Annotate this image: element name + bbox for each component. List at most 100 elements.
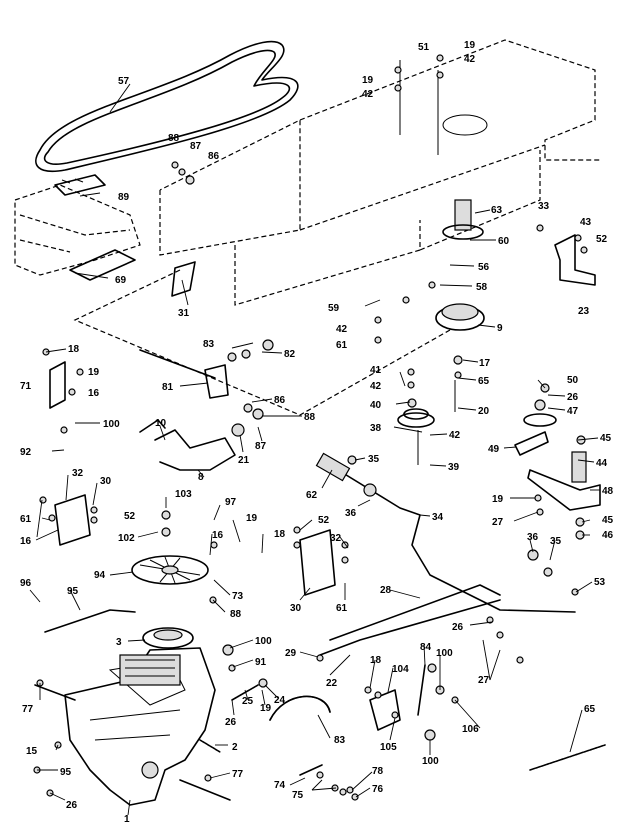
callout-label: 19 bbox=[492, 494, 504, 505]
callout-label: 19 bbox=[362, 75, 374, 86]
transaxle-1 bbox=[34, 647, 231, 806]
callout-label: 1 bbox=[124, 814, 130, 825]
callout-label: 9 bbox=[497, 323, 503, 334]
rod-34 bbox=[315, 452, 576, 613]
callout-label: 103 bbox=[175, 489, 192, 500]
callout-label: 65 bbox=[584, 704, 596, 715]
callout-label: 34 bbox=[432, 512, 444, 523]
callout-label: 19 bbox=[88, 367, 100, 378]
callout-label: 24 bbox=[274, 695, 286, 706]
callout-label: 75 bbox=[292, 790, 304, 801]
spring-25 bbox=[231, 684, 259, 701]
callout-label: 86 bbox=[274, 395, 286, 406]
callout-label: 65 bbox=[478, 376, 490, 387]
bracket-89 bbox=[54, 174, 106, 196]
callout-label: 88 bbox=[304, 412, 316, 423]
callout-label: 69 bbox=[115, 275, 127, 286]
spring-2 bbox=[199, 739, 221, 753]
callout-label: 77 bbox=[22, 704, 34, 715]
callout-label: 53 bbox=[594, 577, 606, 588]
callout-label: 16 bbox=[88, 388, 100, 399]
callout-label: 76 bbox=[372, 784, 384, 795]
fan-94 bbox=[131, 555, 209, 585]
callout-label: 29 bbox=[285, 648, 297, 659]
callout-label: 10 bbox=[155, 418, 167, 429]
guard-69 bbox=[69, 249, 136, 281]
callout-label: 83 bbox=[203, 339, 215, 350]
callout-labels: 57 51 19 42 19 42 88 87 86 89 69 31 63 6… bbox=[20, 40, 614, 825]
callout-label: 45 bbox=[600, 433, 612, 444]
shift-rod-95 bbox=[44, 609, 136, 633]
callout-label: 49 bbox=[488, 444, 500, 455]
callout-label: 27 bbox=[478, 675, 490, 686]
callout-label: 2 bbox=[232, 742, 238, 753]
callout-label: 56 bbox=[478, 262, 490, 273]
callout-label: 81 bbox=[162, 382, 174, 393]
callout-label: 63 bbox=[491, 205, 503, 216]
callout-label: 26 bbox=[66, 800, 78, 811]
callout-label: 105 bbox=[380, 742, 397, 753]
lever-assembly bbox=[49, 349, 245, 471]
callout-label: 26 bbox=[452, 622, 464, 633]
callout-label: 71 bbox=[20, 381, 32, 392]
upper-frame bbox=[14, 39, 600, 416]
callout-label: 19 bbox=[260, 703, 272, 714]
bolt-84 bbox=[417, 664, 426, 716]
callout-label: 44 bbox=[596, 458, 608, 469]
callout-label: 102 bbox=[118, 533, 135, 544]
callout-label: 104 bbox=[392, 664, 409, 675]
callout-label: 106 bbox=[462, 724, 479, 735]
callout-label: 42 bbox=[464, 54, 476, 65]
callout-label: 27 bbox=[492, 517, 504, 528]
callout-label: 58 bbox=[476, 282, 488, 293]
callout-label: 36 bbox=[527, 532, 539, 543]
callout-label: 28 bbox=[380, 585, 392, 596]
spring-65 bbox=[529, 744, 606, 771]
callout-label: 77 bbox=[232, 769, 244, 780]
callout-label: 42 bbox=[336, 324, 348, 335]
callout-label: 38 bbox=[370, 423, 382, 434]
callout-label: 100 bbox=[255, 636, 272, 647]
callout-label: 52 bbox=[596, 234, 608, 245]
callout-label: 61 bbox=[336, 603, 348, 614]
callout-label: 61 bbox=[336, 340, 348, 351]
callout-label: 95 bbox=[60, 767, 72, 778]
callout-label: 20 bbox=[478, 406, 490, 417]
callout-label: 92 bbox=[20, 447, 32, 458]
callout-label: 73 bbox=[232, 591, 244, 602]
callout-label: 31 bbox=[178, 308, 190, 319]
callout-label: 18 bbox=[370, 655, 382, 666]
callout-label: 100 bbox=[436, 648, 453, 659]
callout-label: 87 bbox=[255, 441, 267, 452]
shield-31 bbox=[171, 261, 196, 297]
callout-label: 30 bbox=[100, 476, 112, 487]
callout-label: 86 bbox=[208, 151, 220, 162]
pulley-3 bbox=[142, 627, 194, 649]
callout-label: 26 bbox=[225, 717, 237, 728]
callout-label: 36 bbox=[345, 508, 357, 519]
callout-label: 21 bbox=[238, 455, 250, 466]
callout-label: 89 bbox=[118, 192, 130, 203]
callout-label: 26 bbox=[567, 392, 579, 403]
callout-label: 32 bbox=[72, 468, 84, 479]
callout-label: 18 bbox=[68, 344, 80, 355]
callout-label: 48 bbox=[602, 486, 614, 497]
callout-label: 19 bbox=[464, 40, 476, 51]
callout-label: 52 bbox=[124, 511, 136, 522]
callout-label: 87 bbox=[190, 141, 202, 152]
bracket-104 bbox=[369, 689, 401, 731]
callout-label: 96 bbox=[20, 578, 32, 589]
callout-label: 41 bbox=[370, 365, 382, 376]
callout-label: 84 bbox=[420, 642, 432, 653]
callout-label: 51 bbox=[418, 42, 430, 53]
callout-label: 42 bbox=[370, 381, 382, 392]
callout-label: 39 bbox=[448, 462, 460, 473]
bolt-74 bbox=[299, 764, 323, 776]
callout-label: 91 bbox=[255, 657, 267, 668]
callout-label: 46 bbox=[602, 530, 614, 541]
callout-label: 97 bbox=[225, 497, 237, 508]
callout-label: 15 bbox=[26, 746, 38, 757]
callout-label: 42 bbox=[362, 89, 374, 100]
callout-label: 35 bbox=[368, 454, 380, 465]
